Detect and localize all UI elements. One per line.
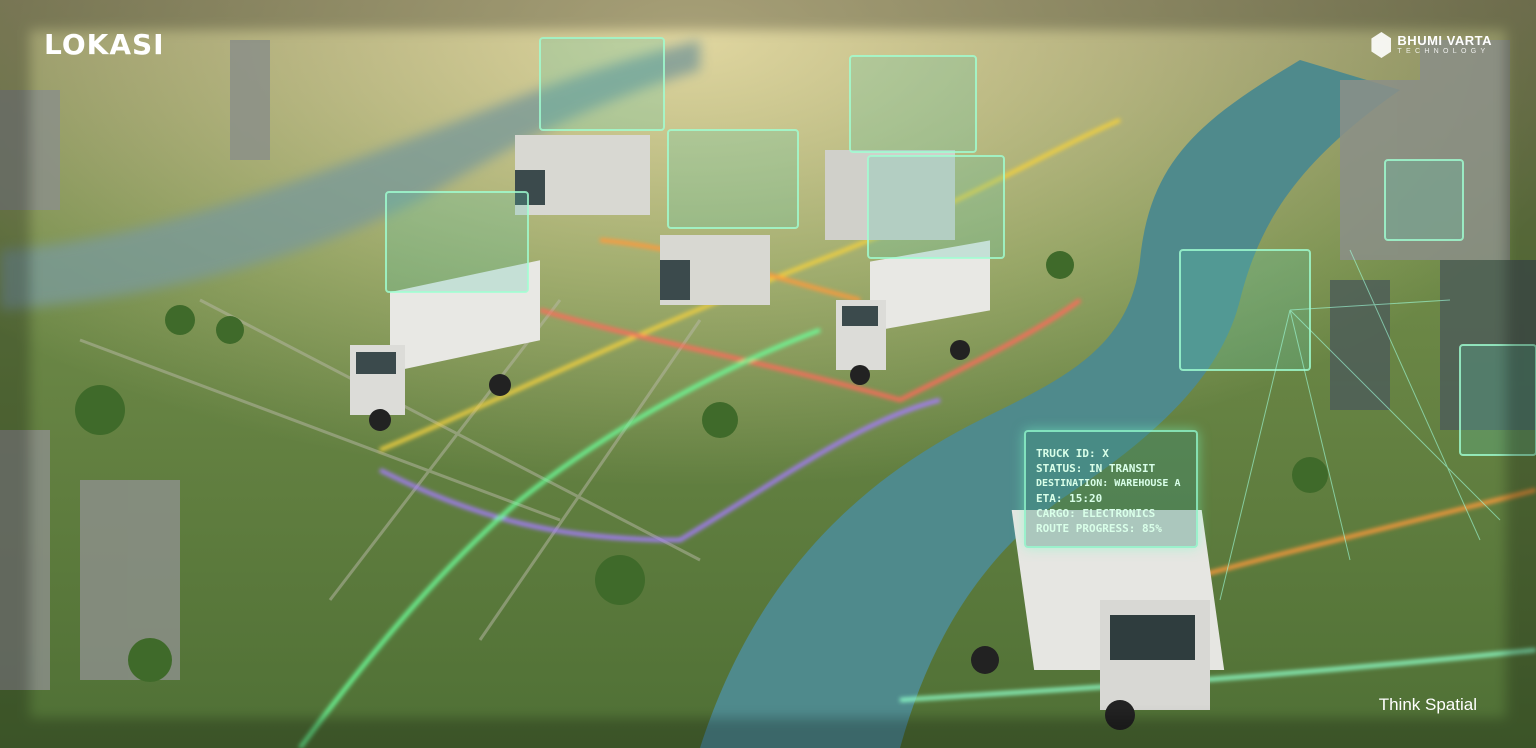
truck-2 [836, 240, 990, 385]
river [700, 60, 1400, 748]
truck-1 [350, 260, 540, 431]
panel-line: TRUCK ID: X [1036, 447, 1109, 460]
truck-6 [971, 510, 1225, 730]
panel-line: CARGO: ELECTRONICS [1036, 507, 1156, 520]
bhumi-varta-name: BHUMI VARTA [1397, 33, 1492, 48]
bhumi-varta-sub: TECHNOLOGY [1397, 48, 1490, 56]
tagline: Think Spatial [1378, 695, 1477, 714]
lokasi-logo[interactable]: LOKASI [44, 28, 165, 61]
truck-5 [825, 150, 955, 240]
panel-line: STATUS: IN TRANSIT [1036, 462, 1156, 475]
panel-line: ROUTE PROGRESS: 85% [1036, 522, 1162, 535]
bhumi-varta-mark-icon [1371, 32, 1392, 58]
truck-3 [660, 235, 770, 305]
bhumi-varta-logo[interactable]: BHUMI VARTA TECHNOLOGY [1371, 32, 1492, 58]
truck-4 [515, 135, 650, 215]
lokasi-logo-text: LOKASI [44, 28, 165, 61]
truck-info-panel: TRUCK ID: X STATUS: IN TRANSIT DESTINATI… [1024, 430, 1198, 548]
panel-line: ETA: 15:20 [1036, 492, 1103, 505]
panel-line: DESTINATION: WAREHOUSE A [1036, 478, 1181, 489]
